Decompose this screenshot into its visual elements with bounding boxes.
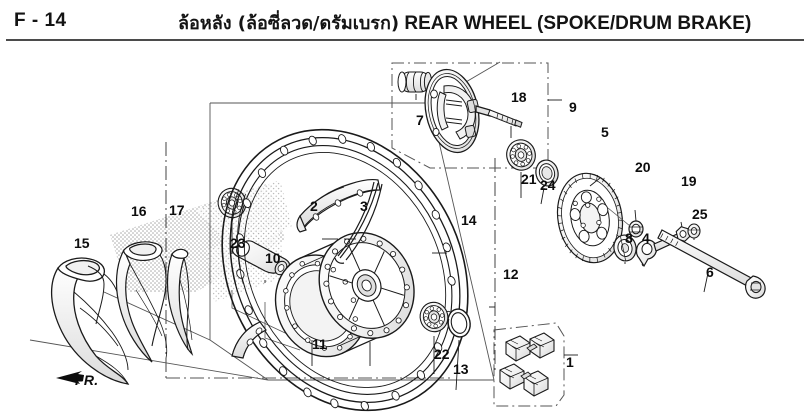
page-header: F - 14 ล้อหลัง (ล้อซี่ลวด/ดรัมเบรก) REAR… [0, 0, 810, 41]
shading-panels [110, 180, 292, 302]
callout-dust-seal-boot[interactable]: 7 [416, 112, 424, 128]
callout-boundary-12[interactable]: 12 [503, 266, 519, 282]
front-direction-label: FR. [75, 372, 99, 388]
leader-10b [264, 302, 301, 351]
sprocket-bolt-line [607, 207, 631, 227]
callout-cush-rubber-set[interactable]: 1 [566, 354, 574, 370]
callout-nut-20[interactable]: 20 [635, 159, 651, 175]
leader-24 [540, 187, 545, 205]
part-tire [50, 257, 130, 385]
callout-brake-cam-pin[interactable]: 18 [511, 89, 527, 105]
callout-arm-nut[interactable]: 19 [681, 173, 697, 189]
callout-rear-axle[interactable]: 6 [706, 264, 714, 280]
part-o-ring [447, 308, 471, 338]
page-code: F - 14 [14, 10, 67, 31]
callout-driven-sprocket[interactable]: 5 [601, 124, 609, 140]
callout-radial-bearing-22[interactable]: 22 [434, 346, 450, 362]
part-inner-tube [115, 241, 168, 363]
exploded-drawing [0, 40, 810, 420]
callout-o-ring[interactable]: 13 [453, 361, 469, 377]
front-arrow-icon [56, 371, 84, 384]
leader-19 [680, 221, 683, 228]
part-spokes [334, 181, 383, 264]
leader-20 [634, 209, 637, 222]
page-title-english: REAR WHEEL (SPOKE/DRUM BRAKE) [404, 13, 752, 34]
callout-radial-bearing[interactable]: 21 [521, 171, 537, 187]
callout-spoke-b[interactable]: 3 [360, 198, 368, 214]
callout-brake-arm[interactable]: 4 [642, 230, 650, 246]
callout-wheel-hub[interactable]: 11 [312, 336, 327, 352]
callout-wheel-rim[interactable]: 14 [461, 212, 477, 228]
part-bearing-22 [416, 298, 452, 336]
header-divider [6, 39, 804, 41]
callout-washer-25[interactable]: 25 [692, 206, 708, 222]
leader-5 [589, 177, 601, 187]
leader-23b [231, 290, 301, 341]
brake-panel-group-box [391, 62, 549, 169]
page-title-thai: ล้อหลัง (ล้อซี่ลวด/ดรัมเบรก) [178, 13, 400, 34]
part-cush-rubbers [499, 332, 555, 397]
leader-6 [703, 272, 709, 293]
part-washer-25 [687, 223, 701, 239]
part-driven-sprocket [556, 172, 624, 264]
callout-distance-collar[interactable]: 10 [265, 250, 281, 266]
part-side-collar [613, 234, 637, 262]
part-oil-seal [535, 159, 559, 187]
part-brake-cam-pin [487, 109, 523, 128]
rim-section-detail-lower [231, 321, 267, 359]
callout-tire[interactable]: 15 [74, 235, 90, 251]
page-title: ล้อหลัง (ล้อซี่ลวด/ดรัมเบรก) REAR WHEEL … [178, 8, 751, 37]
leader-13 [455, 339, 460, 391]
callout-spoke-a[interactable]: 2 [310, 198, 318, 214]
part-rim-band [166, 248, 194, 357]
rim-section-detail [296, 179, 381, 233]
callout-rim-band[interactable]: 17 [169, 202, 185, 218]
callout-brake-panel-assembly[interactable]: 9 [569, 99, 577, 115]
callout-side-collar[interactable]: 8 [625, 230, 633, 246]
callout-radial-bearing-23[interactable]: 23 [230, 235, 246, 251]
brake-panel-body [424, 68, 491, 154]
callout-inner-tube[interactable]: 16 [131, 203, 147, 219]
part-wheel-hub [274, 232, 415, 358]
leader-4 [641, 263, 644, 267]
callout-oil-seal[interactable]: 24 [540, 177, 556, 193]
cush-rubber-group-box [493, 322, 565, 407]
part-rear-axle [657, 229, 766, 299]
